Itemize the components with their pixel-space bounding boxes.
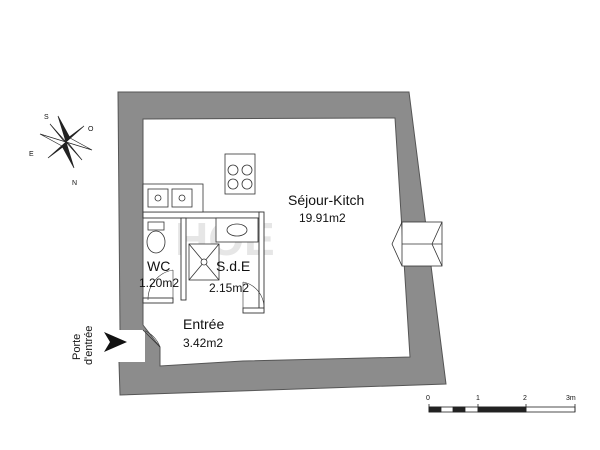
room-name-sdb: S.d.E [216,258,250,274]
room-name-wc: WC [147,258,170,274]
exterior-walls [117,91,447,396]
room-name-entree: Entrée [183,316,224,332]
scale-tick-1: 1 [476,395,480,402]
scale-tick-0: 0 [426,395,430,402]
wc-toilet [146,221,166,254]
room-area-wc: 1.20m2 [139,276,179,290]
scale-tick-3: 3m [566,395,576,402]
room-area-entree: 3.42m2 [183,336,223,350]
wc-door [147,269,174,301]
interior-partitions [142,211,265,314]
scale-tick-2: 2 [523,395,527,402]
room-name-sejour: Séjour-Kitch [288,192,364,208]
scale-bar [428,404,576,413]
compass-label-n: N [72,180,77,187]
compass-label-o: O [88,126,94,133]
entry-door [115,329,161,362]
entry-door-label-2: d'entrée [83,326,95,365]
bathroom-door [242,281,265,309]
compass-label-e: E [29,151,34,158]
bathroom-fixtures [188,217,259,281]
compass-rose-icon [39,115,93,169]
entry-door-label-1: Porte [71,334,83,360]
entry-arrow-icon [104,332,127,352]
room-area-sejour: 19.91m2 [299,211,346,225]
compass-label-s: S [44,114,49,121]
room-area-sdb: 2.15m2 [209,281,249,295]
window-right [391,221,443,267]
kitchen-counter [142,153,256,213]
